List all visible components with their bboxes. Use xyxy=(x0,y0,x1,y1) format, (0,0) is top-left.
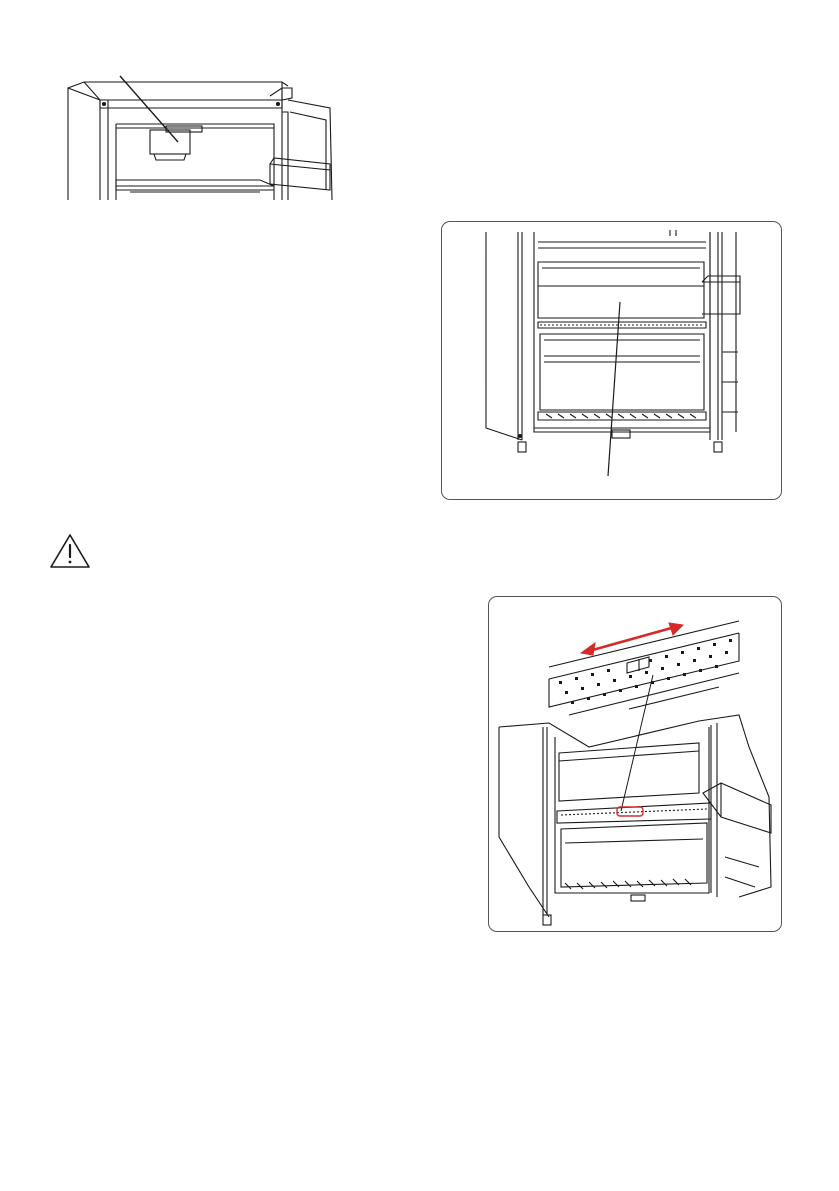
freezer-drawers-panel xyxy=(441,221,782,500)
warning xyxy=(48,532,92,570)
ceiling-light-unit-drawing xyxy=(60,72,340,202)
vent-slider-drawing xyxy=(489,597,781,931)
freezer-drawers-drawing xyxy=(442,222,781,499)
top-unit-illustration xyxy=(60,72,340,202)
warning-triangle-icon xyxy=(48,532,92,570)
air-vent-slider-panel xyxy=(488,596,782,932)
